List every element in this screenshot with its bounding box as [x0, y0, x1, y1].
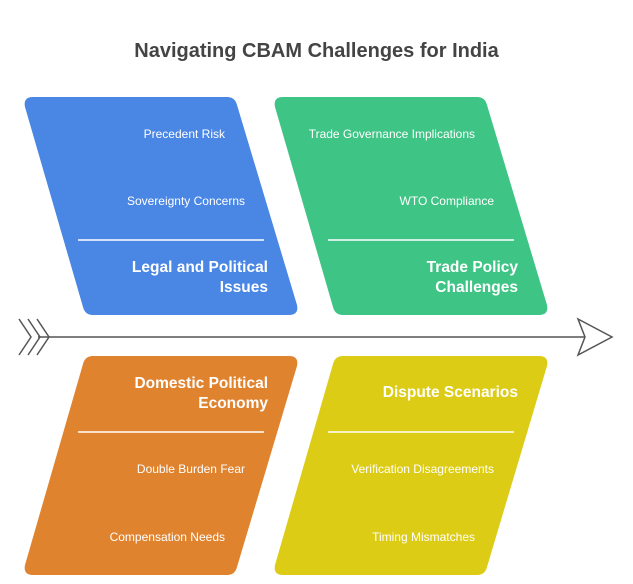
spine-arrow — [18, 317, 614, 357]
tail-chevron-icon — [18, 318, 50, 356]
cause-item: Trade Governance Implications — [308, 127, 475, 141]
cause-item: Timing Mismatches — [372, 530, 475, 544]
trade-box — [274, 97, 548, 315]
diagram-title: Navigating CBAM Challenges for India — [134, 40, 499, 62]
cause-item: Verification Disagreements — [351, 462, 494, 476]
cause-item: Sovereignty Concerns — [126, 194, 245, 208]
legal-box — [24, 97, 298, 315]
category-heading: Dispute Scenarios — [382, 384, 518, 401]
cause-item: Precedent Risk — [143, 127, 225, 141]
cause-item: Double Burden Fear — [136, 462, 245, 476]
domestic-box — [24, 356, 298, 575]
cause-item: Compensation Needs — [109, 530, 225, 544]
arrow-head-icon — [576, 317, 614, 357]
dispute-box — [274, 356, 548, 575]
cause-item: WTO Compliance — [399, 194, 494, 208]
